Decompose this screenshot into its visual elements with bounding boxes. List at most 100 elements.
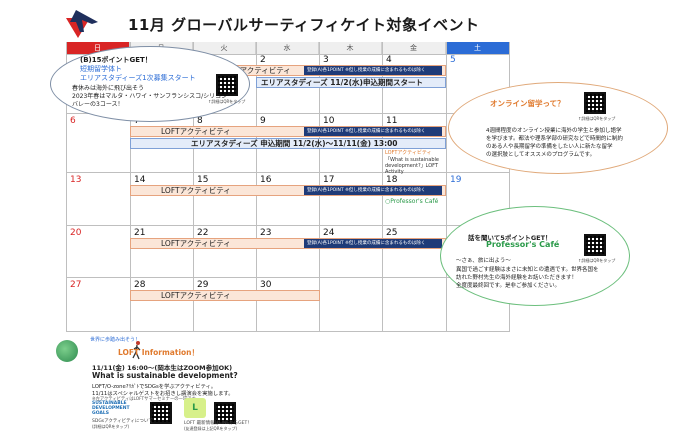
bubble2-body: のある人や長期留学の準備をしたい人に新たな留学 [486, 144, 613, 150]
bubble3-body: 全度度最終回です。是非ご参加ください。 [456, 283, 560, 289]
day-number: 13 [70, 175, 82, 185]
day-number: 8 [197, 116, 203, 126]
area-studies-period-bar[interactable]: エリアスタディーズ 申込期間 11/2(水)～11/11(金) 13:00 [130, 138, 446, 149]
info-text: LOFT/O-zone?ﾘｶﾞﾄでSDGsを学ぶアクティビティ。 [92, 384, 217, 390]
loft-activity-label: LOFTアクティビティ [161, 186, 231, 195]
day-number: 16 [260, 175, 272, 185]
bubble1-points: (B)15ポイントGET！ [80, 56, 152, 64]
runner-icon [132, 341, 141, 360]
qr-caption: ↑詳細はQRをタップ [578, 258, 616, 263]
info-intro: 世界に歩踏み出そう！ [90, 337, 141, 343]
loft-point-note: 登録(A)各1POINT ※但し授業の成績に含まれるものは除く [304, 186, 442, 195]
loft-point-note: 登録(A)各1POINT ※但し授業の成績に含まれるものは除く [304, 127, 442, 136]
day-number: 18 [386, 175, 398, 185]
bubble2-body: を学びます。都法や理系学部の研究などで時間的に制約 [486, 136, 623, 142]
bubble3-title: Professor's Café [486, 240, 560, 249]
qr-caption: ↑詳細はQRをタップ [208, 99, 246, 104]
event-small-title: LOFTアクティビティ [385, 150, 432, 156]
dow-tuesday: 火 [193, 42, 256, 54]
globe-icon [56, 340, 78, 362]
day-number: 28 [134, 280, 146, 290]
page-title: 11月 グローバルサーティフィケイト対象イベント [128, 16, 480, 34]
grid-line [66, 54, 510, 55]
day-number: 2 [260, 55, 266, 65]
day-number: 5 [450, 55, 456, 65]
bubble2-body: の選択肢としてオススメのプログラムです。 [486, 152, 596, 158]
qr-code-icon[interactable] [584, 234, 606, 256]
day-number: 23 [260, 228, 272, 238]
info-time: 11/11(金) 16:00～(岡本生はZOOM参加OK) [92, 364, 233, 372]
loft-activity-label: LOFTアクティビティ [161, 127, 231, 136]
bubble2-title: オンライン留学って？ [490, 99, 565, 108]
day-number: 14 [134, 175, 146, 185]
bubble1-text: 春休みは海外に飛び出そう [72, 85, 145, 92]
bubble1-subtitle: 短期留学体ト [80, 65, 122, 73]
dow-wednesday: 水 [256, 42, 319, 54]
qr-code-icon[interactable] [584, 92, 606, 114]
qr-code-icon[interactable] [150, 402, 172, 424]
sdgs-caption: SDGsアクティビティについて [92, 419, 153, 424]
line-logo: L [184, 398, 206, 418]
info-text: 11/11はスペシャルゲストをお招きし講演会を実施します。 [92, 391, 234, 397]
day-number: 19 [450, 175, 462, 185]
loft-activity-bar[interactable]: LOFTアクティビティ [130, 185, 446, 196]
grid-line [66, 277, 510, 278]
dow-saturday: 土 [446, 42, 510, 54]
loft-activity-label: LOFTアクティビティ [161, 291, 231, 300]
loft-point-note: 登録(A)各1POINT ※但し授業の成績に含まれるものは除く [304, 239, 442, 248]
day-number: 3 [323, 55, 329, 65]
qr-code-icon[interactable] [214, 402, 236, 424]
bubble2-body: 4週間程度のオンライン授業に海外の学生と参加し語学 [486, 128, 622, 134]
qr-code-icon[interactable] [216, 74, 238, 96]
info-title: What is sustainable development? [92, 371, 238, 380]
professor-cafe-event[interactable]: ○Professor's Café [385, 198, 439, 205]
line-qr-caption: (友達登録は上記QRをタップ) [184, 426, 238, 431]
day-number: 6 [70, 116, 76, 126]
professors-cafe-bubble[interactable] [440, 206, 630, 306]
grid-line [66, 331, 510, 332]
sdgs-logo: SUSTAINABLE DEVELOPMENT GOALS [92, 401, 130, 416]
loft-point-note: 登録(A)各1POINT ※但し授業の成績に含まれるものは除く [304, 66, 442, 75]
bubble3-body: 異国で過ごす経験はまさに未知との遭遇です。世界各国を [456, 267, 599, 273]
line-caption: LOFT 最新情報はLINEからGET！ [184, 421, 252, 426]
grid-line [66, 225, 510, 226]
day-number: 17 [323, 175, 335, 185]
airplane-icon [66, 10, 98, 38]
sdgs-qr-caption: (詳細はQRをタップ) [92, 424, 130, 429]
area-studies-bar[interactable]: エリアスタディーズ 11/2(水)申込期間スタート [256, 77, 446, 88]
day-number: 10 [323, 116, 335, 126]
day-number: 30 [260, 280, 272, 290]
dow-friday: 金 [382, 42, 446, 54]
bubble3-body: 訪れた野村先生の海外経験をお話いただきます！ [456, 275, 578, 281]
bubble3-head: 話を聞いて5ポイントGET！ [468, 234, 552, 242]
day-number: 20 [70, 228, 82, 238]
day-number: 15 [197, 175, 209, 185]
grid-line [66, 42, 67, 332]
day-number: 22 [197, 228, 209, 238]
day-number: 25 [386, 228, 398, 238]
loft-activity-bar[interactable]: LOFTアクティビティ [130, 290, 320, 301]
day-number: 27 [70, 280, 82, 290]
loft-activity-label: LOFTアクティビティ [221, 66, 291, 75]
qr-caption: ↑詳細はQRをタップ [578, 116, 616, 121]
bubble1-text: バレーの3コース！ [72, 101, 124, 108]
info-note: ※左アクティビティはLOFTサマーセミナーの一環です。 [92, 397, 200, 402]
info-heading: LOFT Information！ [118, 348, 200, 357]
grid-line [509, 42, 510, 332]
bubble1-text: 2023年春はマルタ・ハワイ・サンフランシスコ/シリコン [72, 93, 228, 100]
online-study-bubble[interactable] [448, 82, 668, 174]
loft-activity-bar[interactable]: LOFTアクティビティ [130, 126, 446, 137]
day-number: 21 [134, 228, 146, 238]
day-number: 11 [386, 116, 398, 126]
day-number: 24 [323, 228, 335, 238]
event-small-text: 「What is sustainable development?」LOFT A… [385, 157, 439, 175]
day-number: 4 [386, 55, 392, 65]
day-number: 9 [260, 116, 266, 126]
grid-line [446, 42, 447, 332]
grid-line [66, 172, 510, 173]
day-number: 29 [197, 280, 209, 290]
loft-activity-label: LOFTアクティビティ [161, 239, 231, 248]
dow-thursday: 木 [319, 42, 382, 54]
bubble1-headline: エリアスタディーズ1次募集スタート [80, 74, 196, 82]
bubble3-body: ～さぁ、旅に出よう～ [456, 258, 511, 264]
